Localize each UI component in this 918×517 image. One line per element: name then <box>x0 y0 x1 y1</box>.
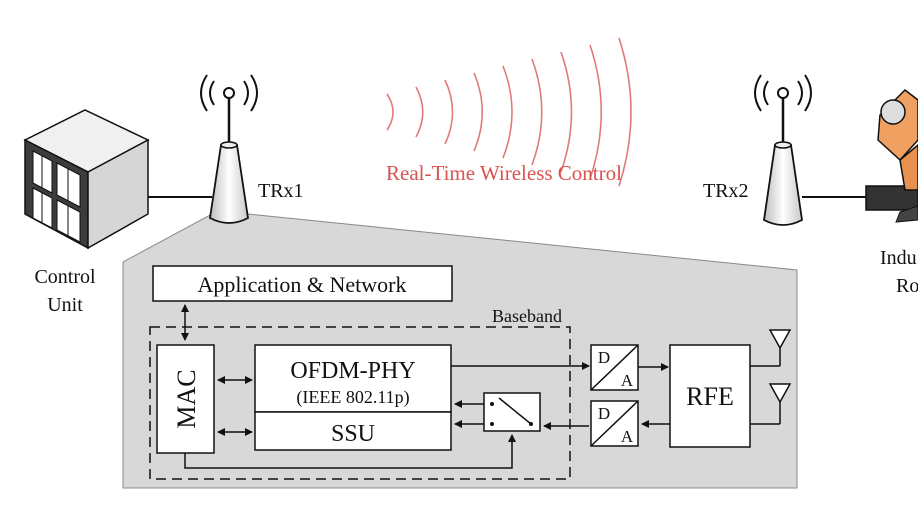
ieee-label: (IEEE 802.11p) <box>296 387 409 408</box>
wave-arc <box>560 51 573 173</box>
adc-box <box>590 400 639 447</box>
trx2-label: TRx2 <box>703 180 749 202</box>
app-network-box <box>152 265 453 302</box>
control-unit-label-1: Control <box>34 266 96 288</box>
app-network-label: Application & Network <box>198 272 407 297</box>
robot-label-1: Indu <box>880 247 917 269</box>
wave-arc <box>386 93 394 131</box>
rf-switch-icon <box>483 392 541 432</box>
robot-label-2: Ro <box>896 275 918 297</box>
rfe-label: RFE <box>686 382 734 411</box>
dac-box <box>590 344 639 391</box>
mac-box <box>156 344 215 454</box>
wave-arc <box>415 86 424 138</box>
baseband-label: Baseband <box>492 306 562 326</box>
wave-arc <box>618 37 632 187</box>
wireless-link-label: Real-Time Wireless Control <box>386 161 622 185</box>
rfe-box <box>669 344 751 448</box>
dac-bottom-label: A <box>621 371 634 390</box>
wireless-waves-icon <box>386 37 632 187</box>
adc-bottom-label: A <box>621 427 634 446</box>
mac-label: MAC <box>172 369 201 428</box>
ofdm-phy-label: OFDM-PHY <box>290 358 415 384</box>
trx1-label: TRx1 <box>258 180 304 202</box>
adc-top-label: D <box>598 404 610 423</box>
wave-arc <box>444 79 454 145</box>
wave-arc <box>473 72 484 152</box>
industrial-robot-icon <box>865 89 918 223</box>
ofdm-phy-box <box>254 344 452 413</box>
control-unit-icon <box>23 109 150 250</box>
tx-antenna-icon <box>750 329 792 367</box>
rx-antenna-icon <box>750 383 792 425</box>
arrow-mac-switch <box>184 434 516 469</box>
wave-arc <box>502 65 513 159</box>
ssu-label: SSU <box>331 421 375 447</box>
baseband-box <box>149 326 571 480</box>
wave-arc <box>531 58 543 166</box>
ssu-box <box>254 411 452 451</box>
wave-arc <box>589 44 603 180</box>
control-unit-label-2: Unit <box>47 294 83 316</box>
trx1-antenna-icon <box>200 74 258 224</box>
trx2-antenna-icon <box>754 74 812 226</box>
dac-top-label: D <box>598 348 610 367</box>
